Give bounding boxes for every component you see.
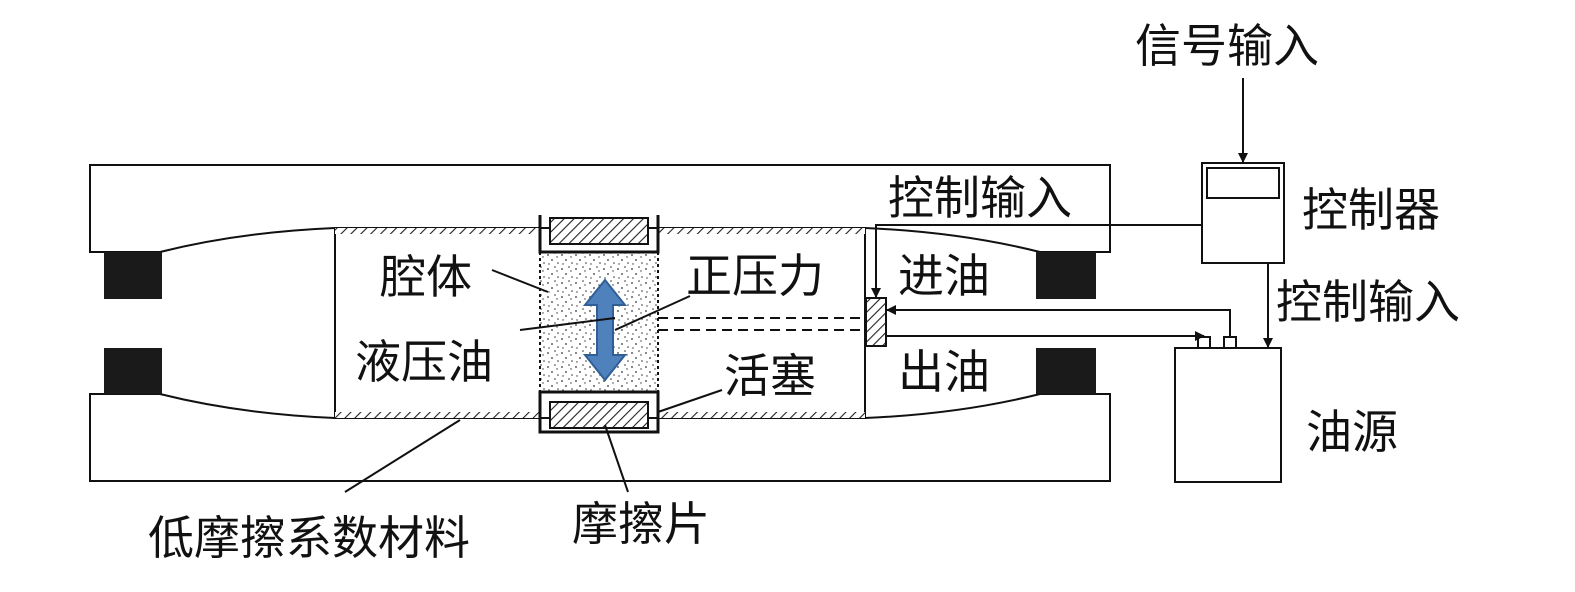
right-bottom-block: [1036, 348, 1096, 394]
label-piston: 活塞: [724, 349, 816, 403]
friction-pad-top: [549, 217, 649, 245]
low-friction-strip-top-right: [658, 228, 865, 234]
leader-normal-force: [614, 295, 691, 331]
leader-piston: [657, 389, 723, 413]
valve-block: [865, 297, 887, 347]
low-friction-strip-top-left: [335, 228, 540, 234]
piston-bottom: [538, 390, 660, 434]
label-control-input-top: 控制输入: [888, 171, 1072, 225]
control-input-line: [871, 224, 1202, 298]
left-top-block: [104, 252, 162, 299]
label-cavity: 腔体: [380, 250, 472, 304]
leader-hydraulic-oil: [519, 317, 616, 331]
label-control-input-right: 控制输入: [1276, 275, 1460, 329]
oil-in-line: [886, 305, 1231, 337]
label-oil-source: 油源: [1306, 405, 1398, 459]
low-friction-strip-bottom-left: [335, 412, 540, 418]
leader-cavity: [491, 269, 549, 293]
piston-top: [538, 215, 660, 254]
oil-source-port-mid: [1223, 336, 1237, 349]
oil-source-box: [1174, 347, 1282, 483]
label-oil-out: 出油: [898, 345, 990, 399]
label-oil-in: 进油: [898, 249, 990, 303]
label-hydraulic-oil: 液压油: [355, 335, 493, 389]
label-signal-input: 信号输入: [1135, 19, 1319, 73]
right-top-block: [1036, 252, 1096, 299]
friction-pad-bottom: [549, 401, 649, 429]
label-normal-force: 正压力: [686, 249, 824, 303]
controller-box: [1201, 162, 1285, 264]
normal-force-arrow: [582, 278, 628, 382]
label-friction-pad: 摩擦片: [572, 497, 710, 551]
controller-display: [1206, 167, 1280, 199]
label-low-friction-material: 低摩擦系数材料: [148, 511, 470, 565]
oil-source-port-left: [1197, 336, 1211, 349]
low-friction-strip-bottom-right: [658, 412, 865, 418]
leader-low-friction: [344, 419, 461, 493]
label-controller: 控制器: [1302, 183, 1440, 237]
leader-friction-pad: [604, 424, 629, 493]
left-bottom-block: [104, 348, 162, 394]
